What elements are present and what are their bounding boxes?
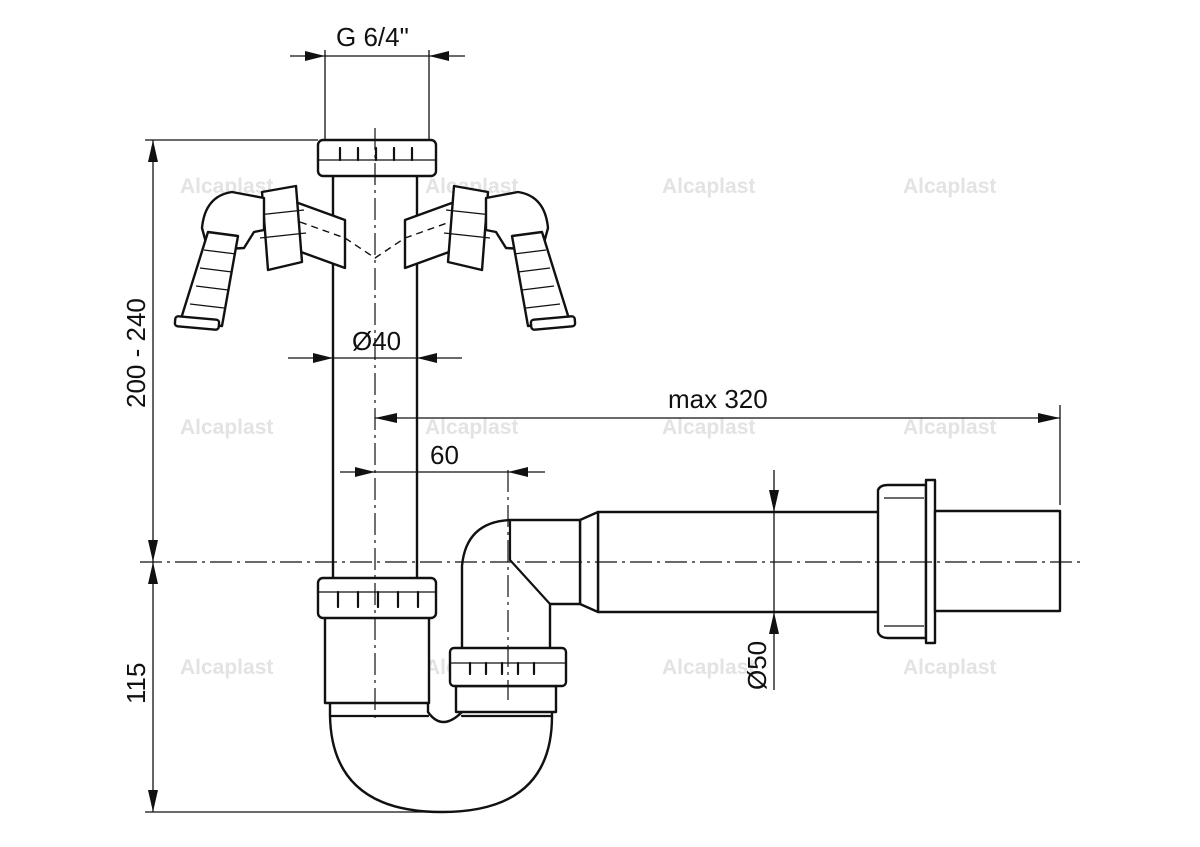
watermark: Alcaplast [662, 416, 755, 439]
svg-text:Alcaplast: Alcaplast [662, 416, 755, 439]
right-hose-barb [510, 230, 572, 328]
watermark: Alcaplast [425, 175, 518, 198]
lower-union-nut [316, 576, 438, 620]
watermark: Alcaplast [903, 416, 996, 439]
svg-text:Alcaplast: Alcaplast [425, 175, 518, 198]
inlet-diameter-label: Ø40 [352, 326, 401, 356]
watermark: Alcaplast [180, 656, 273, 679]
left-hose-connector [173, 184, 347, 331]
union-sleeve [454, 684, 558, 714]
trap-sleeve [323, 615, 431, 705]
trap-bend [328, 688, 554, 814]
svg-text:Alcaplast: Alcaplast [903, 175, 996, 198]
watermark: Alcaplast [903, 656, 996, 679]
center-lines [140, 128, 1080, 722]
hidden-lines [299, 221, 451, 259]
outlet-diameter-label: Ø50 [742, 641, 772, 690]
top-union-nut [316, 138, 438, 178]
right-branch-nut [446, 184, 490, 272]
wall-connector [933, 509, 1062, 613]
height-range-label: 200 - 240 [121, 298, 151, 408]
offset-label: 60 [430, 440, 459, 470]
left-branch-nut [260, 184, 304, 272]
max-length-label: max 320 [668, 384, 768, 414]
watermark: Alcaplast [180, 416, 273, 439]
svg-text:Alcaplast: Alcaplast [662, 656, 755, 679]
watermark: Alcaplast [662, 175, 755, 198]
svg-text:Alcaplast: Alcaplast [180, 656, 273, 679]
watermark: Alcaplast [903, 175, 996, 198]
watermark: Alcaplast [662, 656, 755, 679]
svg-text:Alcaplast: Alcaplast [180, 175, 273, 198]
dimension-outlet-diameter: Ø50 [742, 470, 779, 690]
svg-text:Alcaplast: Alcaplast [903, 656, 996, 679]
svg-text:Alcaplast: Alcaplast [425, 416, 518, 439]
left-hose-barb [178, 230, 240, 328]
dimension-thread: G 6/4" [290, 22, 465, 140]
dimension-inlet-diameter: Ø40 [288, 326, 462, 363]
svg-text:Alcaplast: Alcaplast [180, 416, 273, 439]
dimension-vertical: 200 - 240 115 [121, 139, 440, 813]
dimension-max-length: max 320 [375, 384, 1061, 505]
svg-text:Alcaplast: Alcaplast [903, 416, 996, 439]
lower-height-label: 115 [121, 663, 151, 704]
outlet-elbow [460, 518, 582, 652]
thread-label: G 6/4" [336, 22, 409, 52]
right-hose-connector [403, 184, 577, 331]
watermark: Alcaplast [180, 175, 273, 198]
svg-text:Alcaplast: Alcaplast [662, 175, 755, 198]
watermark: Alcaplast [425, 416, 518, 439]
dimension-offset: 60 [340, 440, 545, 477]
